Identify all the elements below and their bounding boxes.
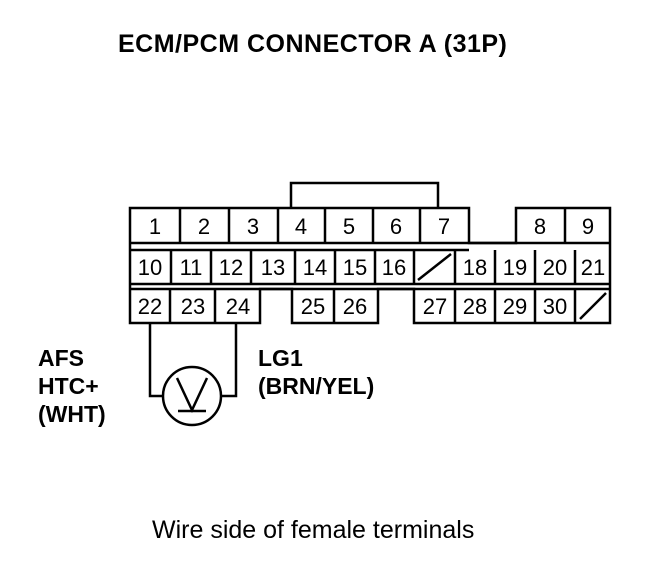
- pin-label: 24: [226, 294, 250, 319]
- voltmeter-v-glyph: [175, 377, 209, 413]
- pin-label: 11: [180, 255, 203, 280]
- pin-label: 5: [343, 214, 355, 239]
- pin-label: 18: [463, 255, 487, 280]
- pin-label: 16: [382, 255, 406, 280]
- wire-lg1: [222, 323, 238, 398]
- diagram-title: ECM/PCM CONNECTOR A (31P): [118, 30, 508, 58]
- pin-label: 14: [303, 255, 327, 280]
- empty-cavity-slash: [417, 253, 452, 281]
- empty-cavity-slash: [579, 292, 607, 320]
- pin-label: 25: [301, 294, 325, 319]
- pin-label: 6: [390, 214, 402, 239]
- pin-label: 21: [581, 255, 605, 280]
- pin-label: 2: [198, 214, 210, 239]
- pin-label: 13: [261, 255, 285, 280]
- pin-label: 20: [543, 255, 567, 280]
- pin-label: 4: [295, 214, 307, 239]
- wht-label-line: (WHT): [38, 401, 106, 427]
- pin-label: 12: [219, 255, 243, 280]
- pin-numbers: 1 2 3 4 5 6 7 8 9 10 11 12 13 14 15 16 1…: [138, 214, 605, 319]
- pin-label: 9: [582, 214, 594, 239]
- diagram-caption: Wire side of female terminals: [152, 516, 475, 544]
- pin-label: 27: [423, 294, 447, 319]
- pin-label: 28: [463, 294, 487, 319]
- pin-label: 29: [503, 294, 527, 319]
- lg1-label-line: LG1: [258, 345, 303, 371]
- pin-label: 7: [438, 214, 450, 239]
- pin-label: 22: [138, 294, 162, 319]
- htc-label-line: HTC+: [38, 373, 99, 399]
- afs-label-line: AFS: [38, 345, 84, 371]
- afs-htc-label: AFS HTC+ (WHT): [38, 344, 106, 428]
- pin-label: 3: [247, 214, 259, 239]
- pin-label: 26: [343, 294, 367, 319]
- connector-lock-tab: [289, 181, 440, 208]
- pin-label: 15: [343, 255, 367, 280]
- pin-label: 8: [534, 214, 546, 239]
- pin-label: 19: [503, 255, 527, 280]
- brn-yel-label-line: (BRN/YEL): [258, 373, 375, 399]
- pin-label: 23: [181, 294, 205, 319]
- voltmeter-symbol: [161, 365, 223, 427]
- pin-label: 30: [543, 294, 567, 319]
- lg1-label: LG1 (BRN/YEL): [258, 344, 374, 400]
- wire-afs-htc: [148, 323, 162, 398]
- pin-label: 1: [149, 214, 161, 239]
- pin-label: 10: [138, 255, 162, 280]
